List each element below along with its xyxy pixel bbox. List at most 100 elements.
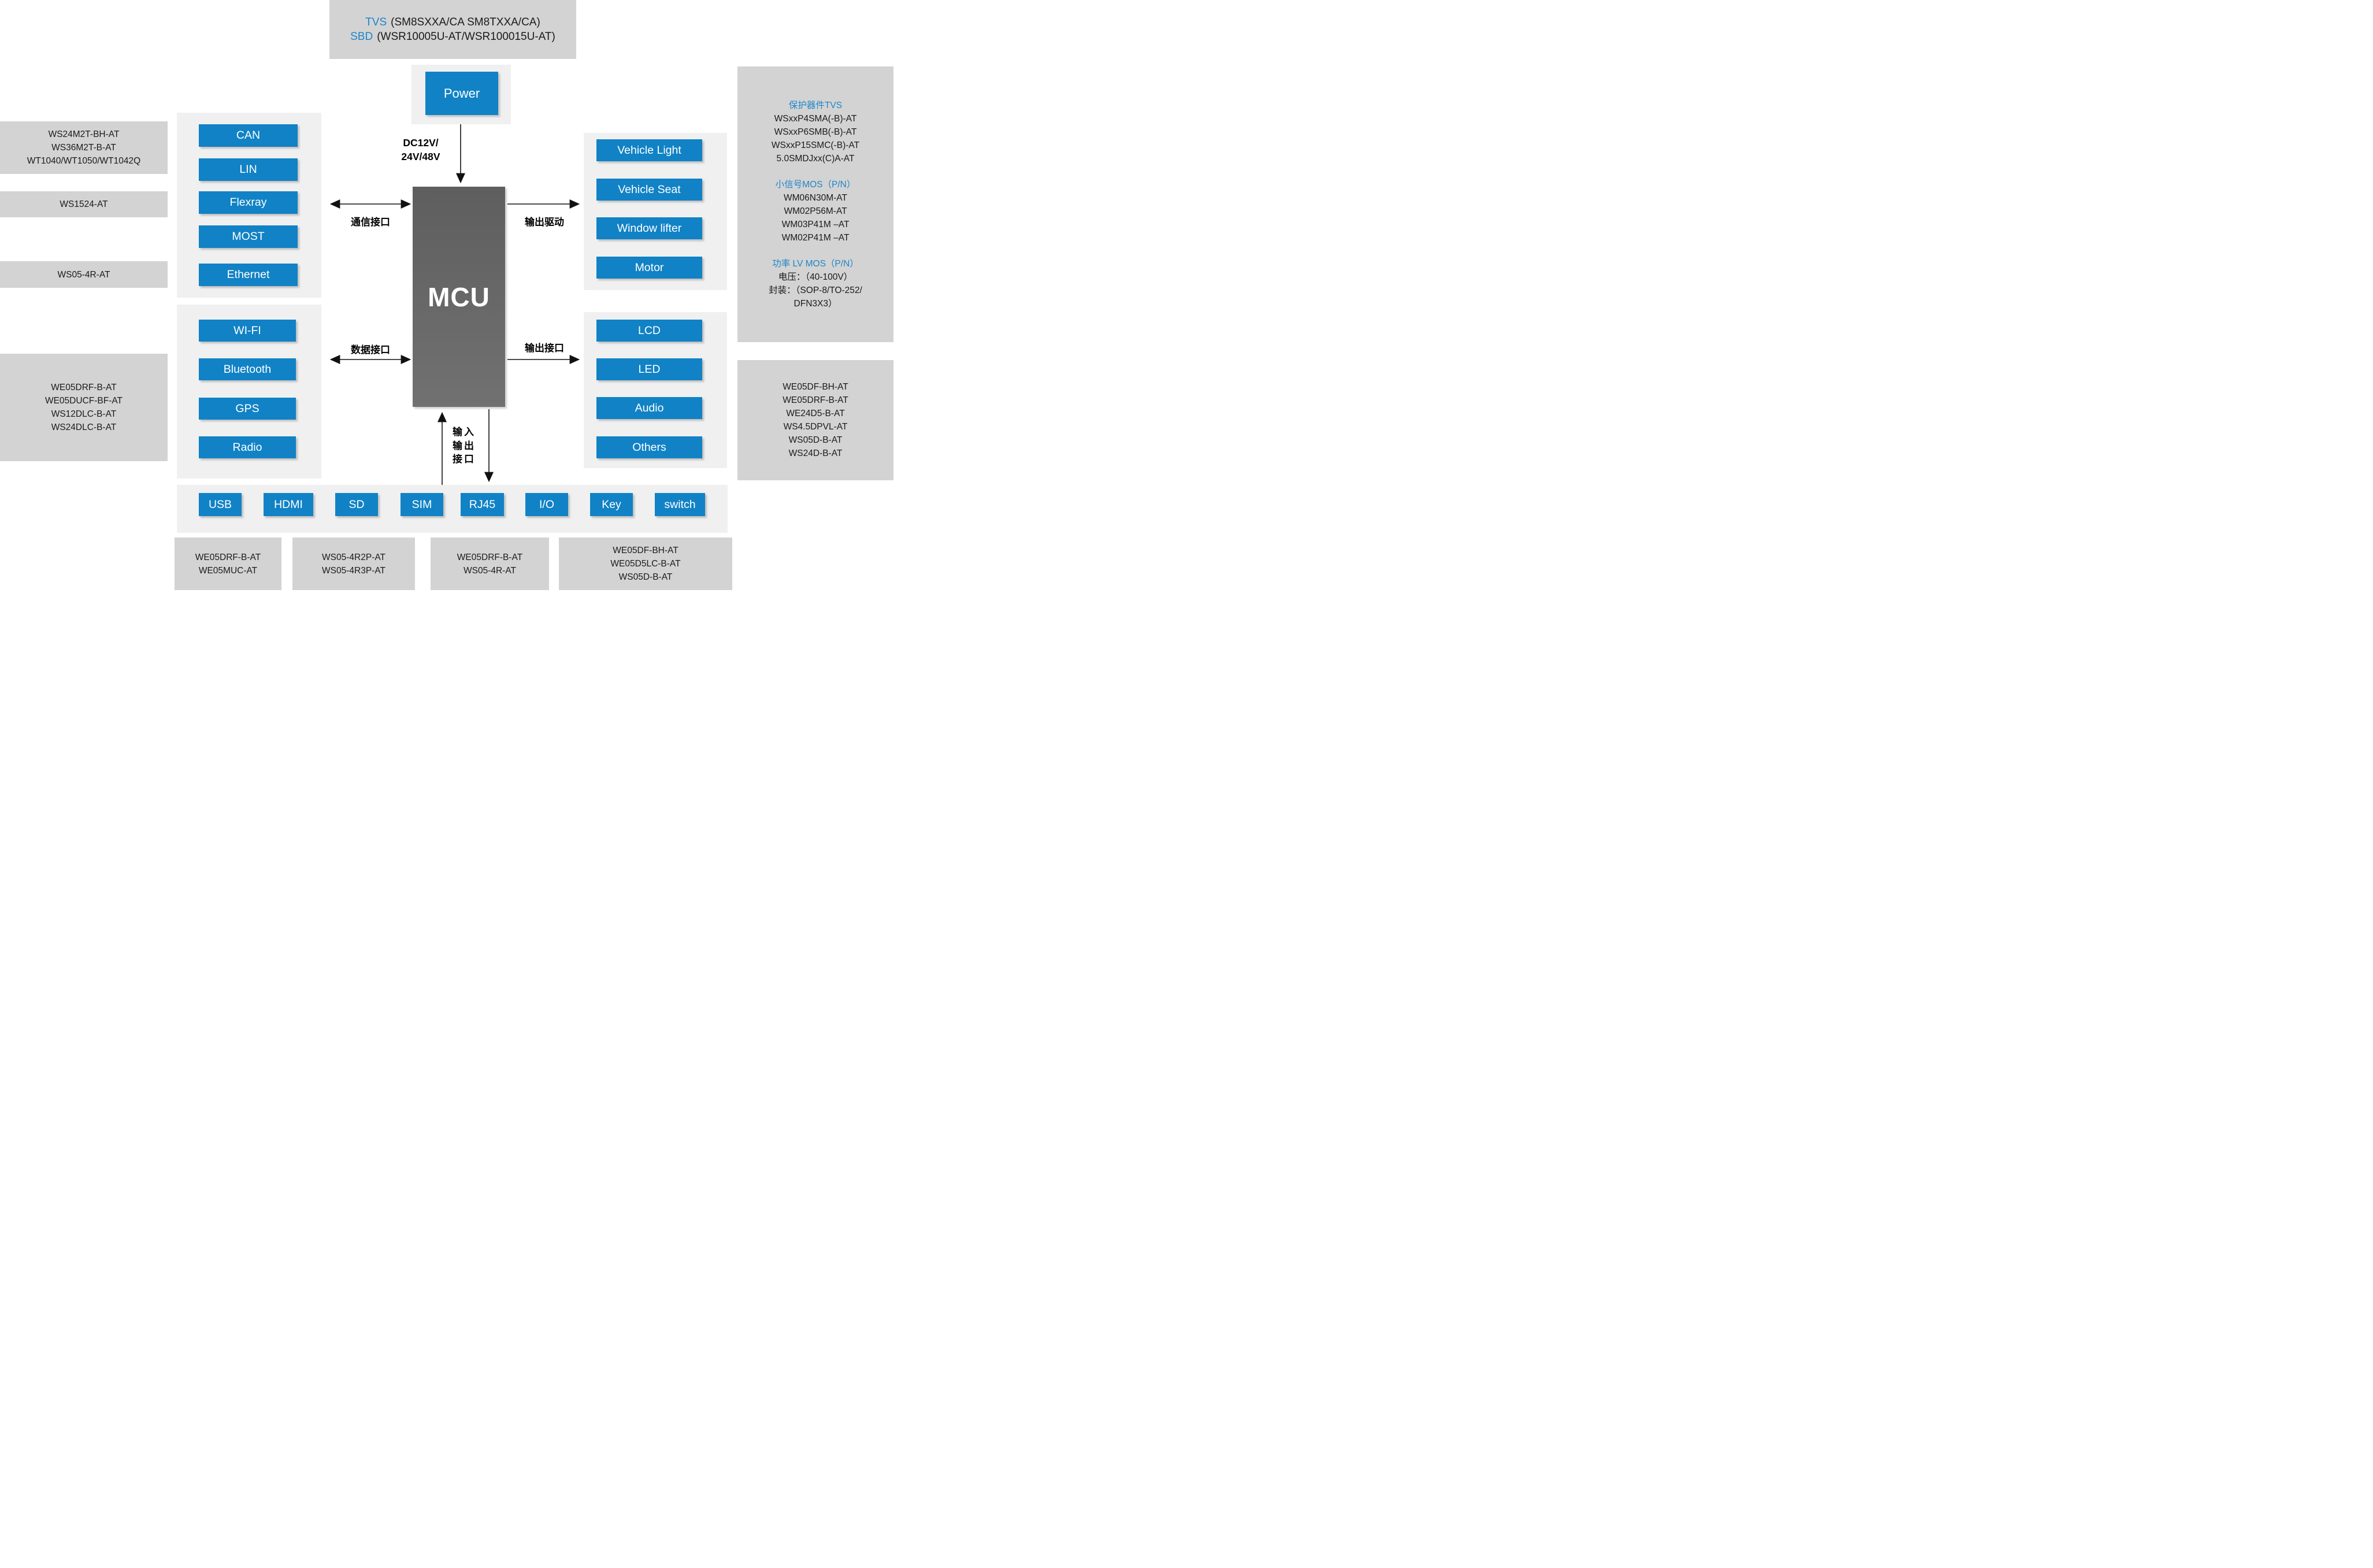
io-label-line1: 输入 (453, 427, 476, 438)
block-gps: GPS (199, 398, 296, 420)
part-number: WE05DUCF-BF-AT (45, 396, 123, 406)
block-io: I/O (525, 493, 568, 516)
supply-voltage-line2: 24V/48V (401, 151, 440, 162)
io-parts-box-3: WE05DRF-B-AT WS05-4R-AT (431, 538, 549, 590)
protection-mos-info-box: 保护器件TVS WSxxP4SMA(-B)-AT WSxxP6SMB(-B)-A… (737, 66, 893, 342)
data-parts-box: WE05DRF-B-AT WE05DUCF-BF-AT WS12DLC-B-AT… (0, 354, 168, 461)
part-number: WS1524-AT (60, 199, 108, 209)
small-mos-heading: 小信号MOS（P/N） (775, 179, 856, 190)
block-sd: SD (335, 493, 378, 516)
block-vehicle-seat: Vehicle Seat (596, 179, 702, 201)
sbd-line: SBD (WSR10005U-AT/WSR100015U-AT) (350, 29, 555, 44)
block-key: Key (590, 493, 633, 516)
part-number: WS12DLC-B-AT (51, 409, 117, 419)
part-number: WS24M2T-BH-AT (48, 129, 120, 139)
block-bluetooth: Bluetooth (199, 358, 296, 380)
part-number: WE05D5LC-B-AT (610, 559, 681, 569)
part-number: WE05DRF-B-AT (783, 395, 848, 405)
tvs-label: TVS (365, 16, 387, 28)
mcu-block-diagram: TVS (SM8SXXA/CA SM8TXXA/CA) SBD (WSR10005U… (0, 0, 893, 590)
io-parts-box-1: WE05DRF-B-AT WE05MUC-AT (175, 538, 281, 590)
part-number: WS05-4R3P-AT (322, 565, 385, 576)
io-label-line2: 输出 (453, 440, 476, 451)
block-ethernet: Ethernet (199, 264, 298, 286)
part-number: WE05DRF-B-AT (195, 552, 261, 562)
block-motor: Motor (596, 257, 702, 279)
output-drive-panel: Vehicle Light Vehicle Seat Window lifter… (584, 133, 727, 290)
supply-voltage-line1: DC12V/ (403, 137, 439, 149)
lv-mos-heading: 功率 LV MOS（P/N） (772, 258, 859, 269)
part-number: WSxxP4SMA(-B)-AT (774, 113, 857, 124)
part-number: WM02P41M –AT (781, 232, 850, 243)
mcu-block: MCU (413, 187, 505, 407)
part-number: WT1040/WT1050/WT1042Q (27, 156, 141, 166)
ws05-4r-box: WS05-4R-AT (0, 261, 168, 288)
output-interface-label: 输出接口 (525, 343, 564, 354)
ws1524-box: WS1524-AT (0, 191, 168, 217)
tvs-heading: 保护器件TVS (788, 100, 843, 110)
lv-mos-package: 封装：（SOP-8/TO-252/ (769, 285, 862, 295)
part-number: WS24D-B-AT (788, 448, 843, 458)
block-sim: SIM (401, 493, 443, 516)
part-number: WE05MUC-AT (198, 565, 258, 576)
block-led: LED (596, 358, 702, 380)
sbd-label: SBD (350, 31, 373, 43)
output-interface-panel: LCD LED Audio Others (584, 312, 727, 468)
supply-voltage-label: DC12V/ 24V/48V (396, 136, 445, 164)
block-switch: switch (655, 493, 705, 516)
part-number: WM06N30M-AT (784, 192, 847, 203)
block-most: MOST (199, 225, 298, 248)
part-number: WS05D-B-AT (788, 435, 843, 445)
part-number: WSxxP6SMB(-B)-AT (774, 127, 857, 137)
tvs-line: TVS (SM8SXXA/CA SM8TXXA/CA) (365, 15, 540, 29)
part-number: WE05DRF-B-AT (51, 383, 117, 392)
io-interface-label: 输入 输出 接口 (446, 425, 482, 466)
output-drive-label: 输出驱动 (525, 217, 564, 228)
block-flexray: Flexray (199, 191, 298, 214)
block-hdmi: HDMI (264, 493, 313, 516)
tvs-value: (SM8SXXA/CA SM8TXXA/CA) (391, 16, 540, 28)
data-interface-label: 数据接口 (351, 344, 390, 355)
block-lin: LIN (199, 158, 298, 181)
part-number: WE05DRF-B-AT (457, 552, 523, 562)
block-usb: USB (199, 493, 242, 516)
lv-mos-voltage: 电压：（40-100V） (778, 272, 853, 282)
block-wifi: WI-FI (199, 320, 296, 342)
block-audio: Audio (596, 397, 702, 419)
lv-mos-package-cont: DFN3X3） (794, 298, 837, 309)
io-parts-box-2: WS05-4R2P-AT WS05-4R3P-AT (292, 538, 415, 590)
part-number: WS4.5DPVL-AT (783, 422, 848, 432)
part-number: WS05-4R-AT (57, 269, 110, 280)
part-number: WSxxP15SMC(-B)-AT (771, 140, 860, 150)
block-lcd: LCD (596, 320, 702, 342)
io-label-line3: 接口 (453, 454, 476, 465)
block-rj45: RJ45 (461, 493, 504, 516)
block-others: Others (596, 436, 702, 458)
part-number: 5.0SMDJxx(C)A-AT (776, 153, 855, 164)
part-number: WS24DLC-B-AT (51, 422, 117, 432)
io-parts-box-4: WE05DF-BH-AT WE05D5LC-B-AT WS05D-B-AT (559, 538, 732, 590)
block-radio: Radio (199, 436, 296, 458)
comm-interface-panel: CAN LIN Flexray MOST Ethernet (177, 113, 321, 298)
top-protection-note: TVS (SM8SXXA/CA SM8TXXA/CA) SBD (WSR10005U… (329, 0, 576, 59)
sbd-value: (WSR10005U-AT/WSR100015U-AT) (377, 31, 555, 43)
part-number: WS05-4R-AT (463, 565, 516, 576)
part-number: WM02P56M-AT (784, 206, 847, 216)
part-number: WE24D5-B-AT (786, 409, 845, 418)
comm-interface-label: 通信接口 (351, 217, 390, 228)
power-block: Power (425, 72, 498, 115)
part-number: WM03P41M –AT (781, 219, 850, 229)
power-panel: Power (411, 65, 511, 124)
block-vehicle-light: Vehicle Light (596, 139, 702, 161)
part-number: WE05DF-BH-AT (783, 382, 848, 392)
part-number: WS05D-B-AT (618, 572, 673, 582)
data-interface-panel: WI-FI Bluetooth GPS Radio (177, 305, 321, 479)
comm-parts-box: WS24M2T-BH-AT WS36M2T-B-AT WT1040/WT1050… (0, 121, 168, 174)
part-number: WE05DF-BH-AT (613, 546, 678, 555)
block-window-lifter: Window lifter (596, 217, 702, 239)
block-can: CAN (199, 124, 298, 147)
part-number: WS05-4R2P-AT (322, 552, 385, 562)
io-interface-panel: USB HDMI SD SIM RJ45 I/O Key switch (177, 485, 728, 533)
output-parts-box: WE05DF-BH-AT WE05DRF-B-AT WE24D5-B-AT WS… (737, 360, 893, 480)
part-number: WS36M2T-B-AT (51, 143, 116, 153)
